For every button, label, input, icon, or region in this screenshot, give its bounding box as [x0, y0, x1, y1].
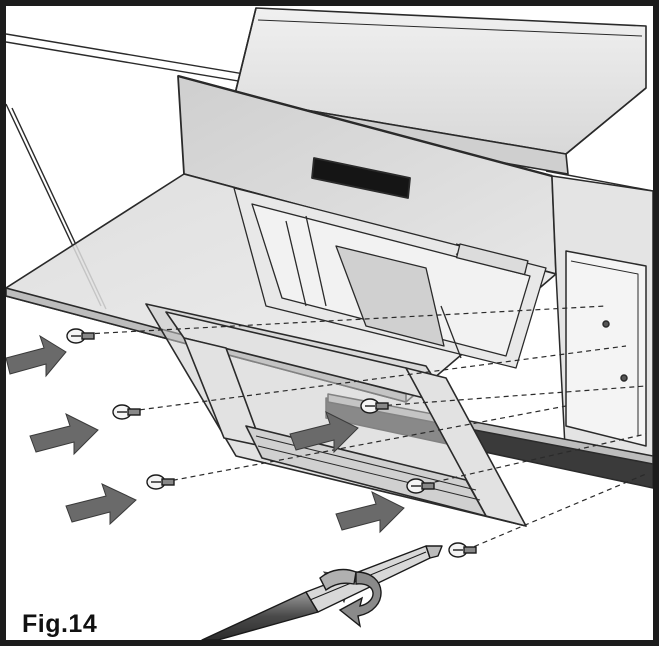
- vent-slot: [311, 157, 411, 199]
- screwdriver-icon: [201, 545, 443, 640]
- direction-arrows: [6, 334, 405, 609]
- internal-frame: [233, 187, 547, 369]
- screws: [66, 328, 477, 558]
- screw-icon: [406, 478, 435, 494]
- arrow-right-icon: [335, 491, 405, 534]
- dashed-guides: [85, 305, 647, 551]
- figure-label: Fig.14: [22, 610, 98, 638]
- screw-icon: [146, 474, 175, 490]
- screw-icon: [448, 542, 477, 558]
- arrow-right-icon: [29, 413, 99, 456]
- screw-icon: [66, 328, 95, 344]
- arrow-right-icon: [289, 411, 359, 454]
- rotation-arrow-icon: [319, 568, 382, 628]
- filter-frame: [145, 303, 527, 527]
- arrow-right-icon: [6, 334, 67, 378]
- screw-icon: [112, 404, 141, 420]
- screw-icon: [360, 398, 389, 414]
- arrow-right-icon: [65, 483, 137, 526]
- installation-illustration: [6, 7, 653, 640]
